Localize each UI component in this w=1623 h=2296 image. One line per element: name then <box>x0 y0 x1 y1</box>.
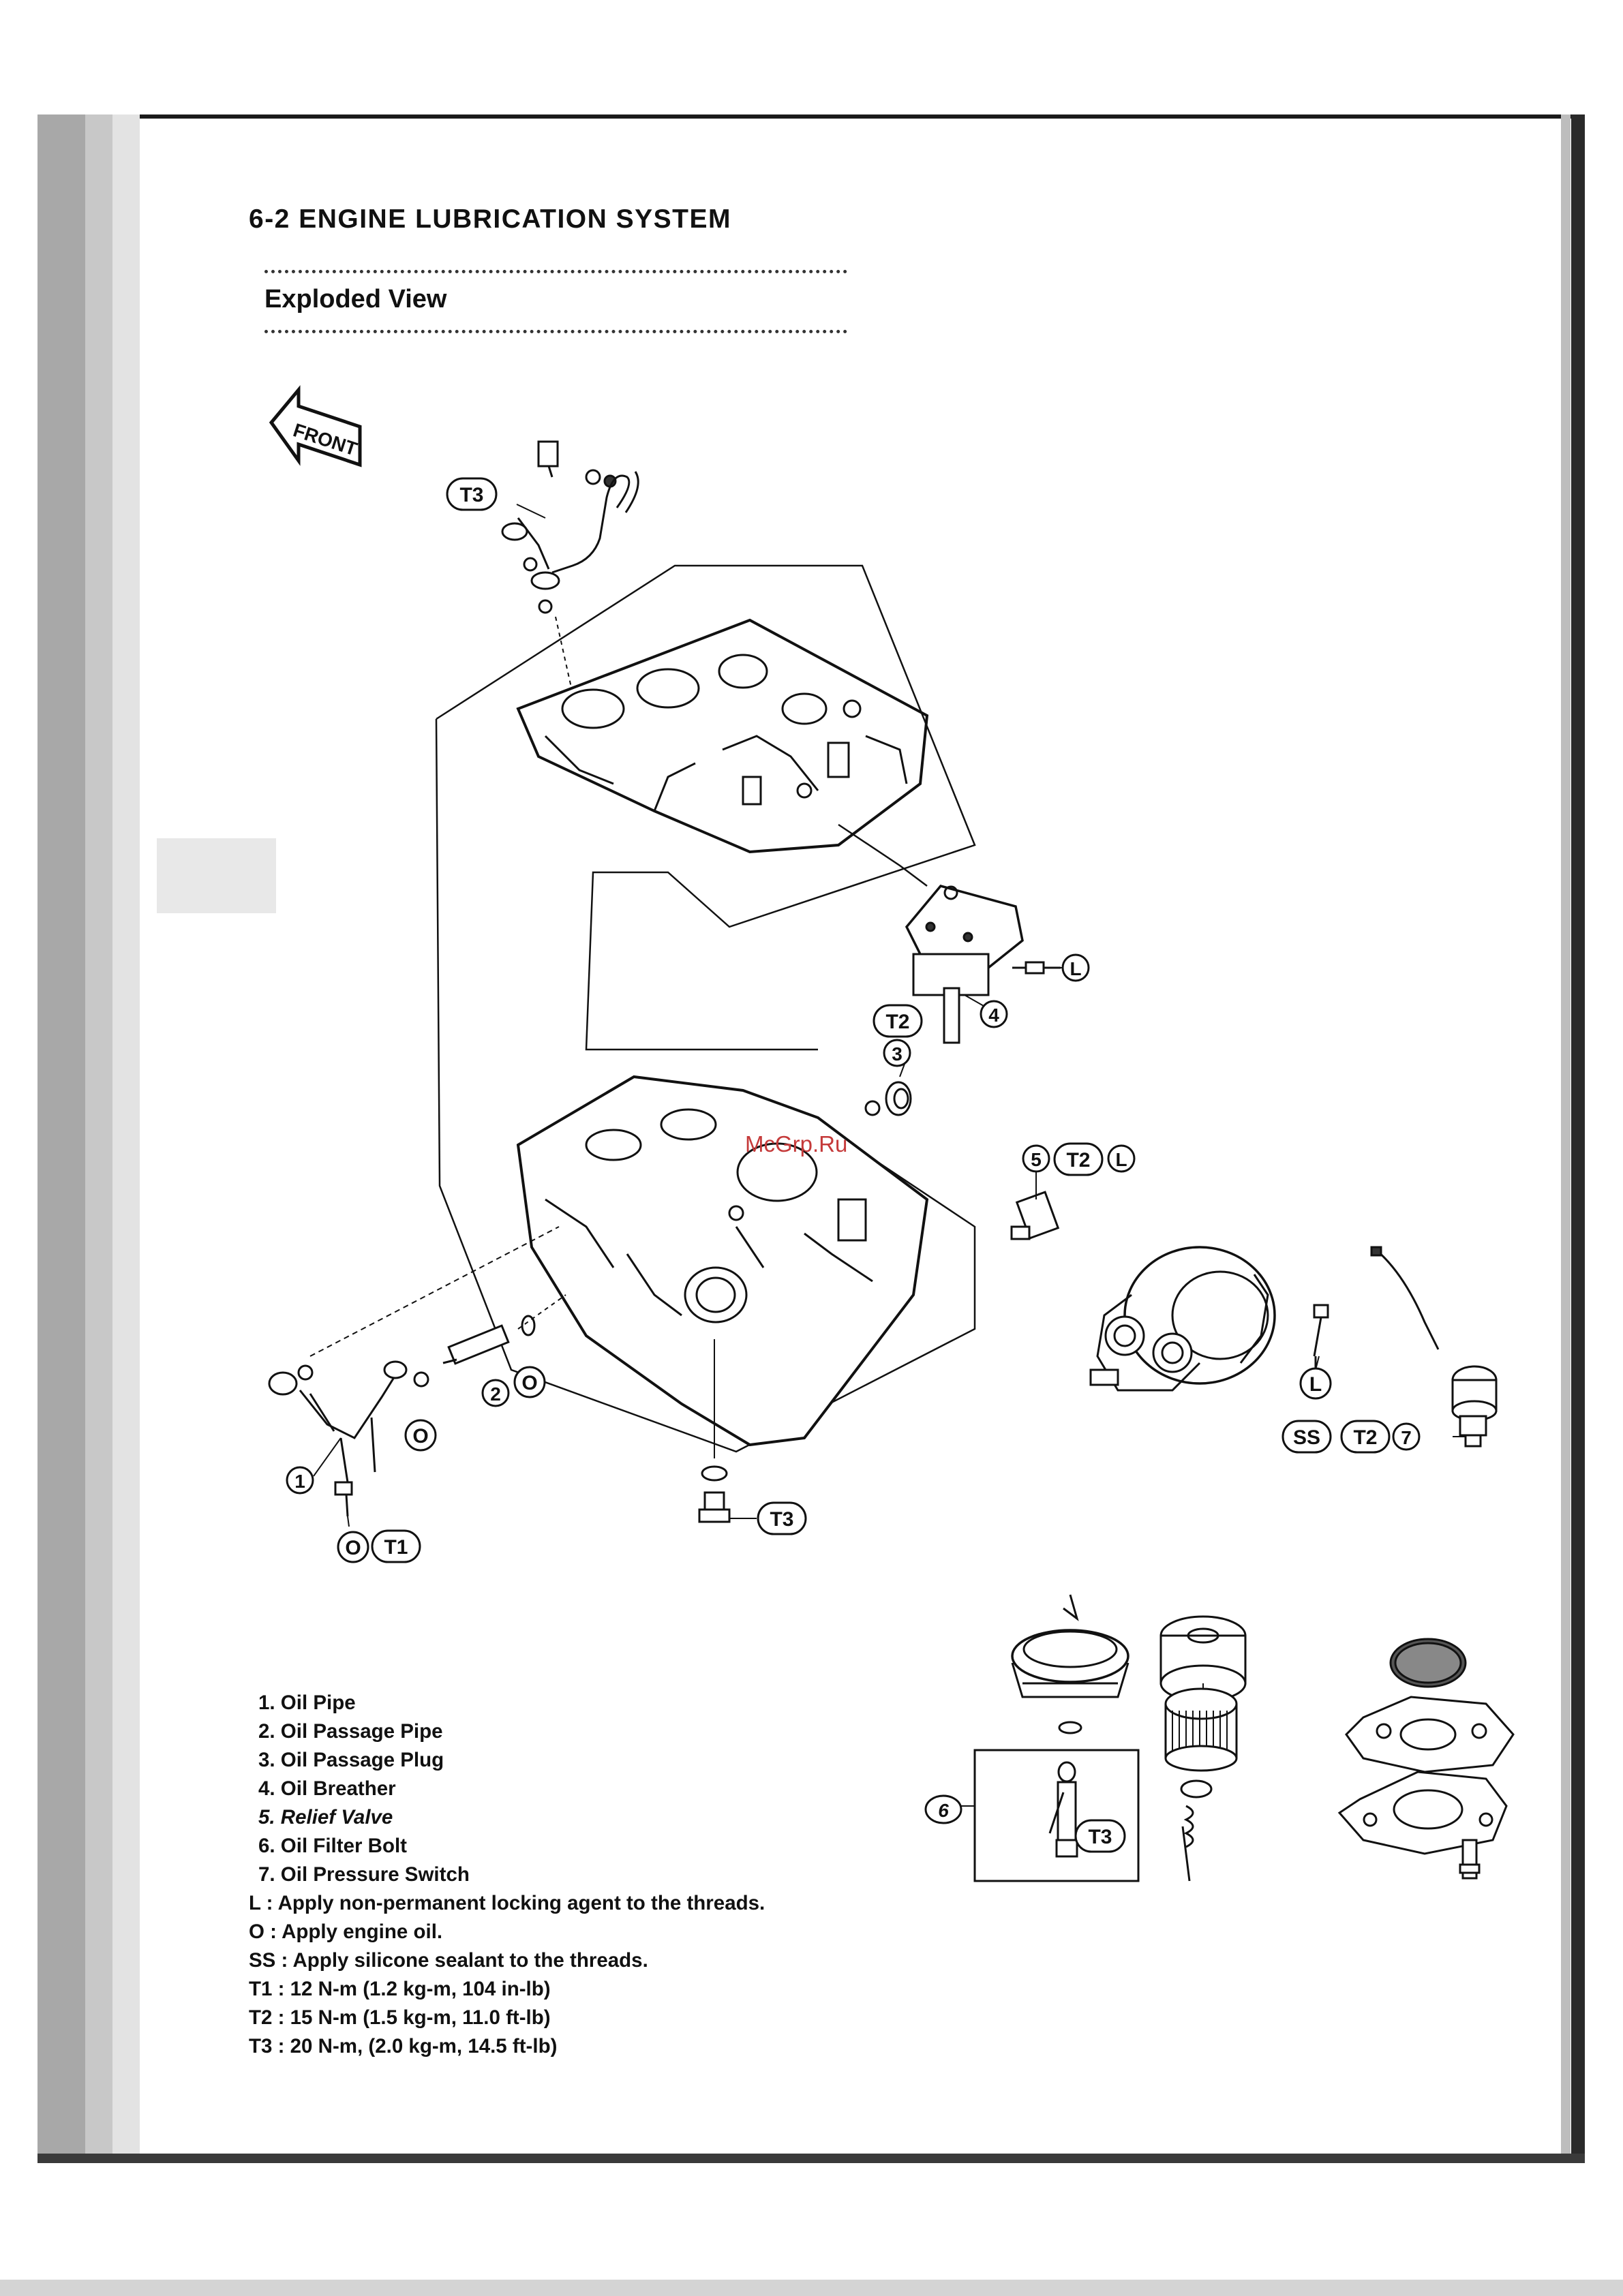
callout-7 <box>1392 1422 1421 1451</box>
callout-l-relief <box>1107 1144 1136 1173</box>
drain-plug <box>698 1339 731 1523</box>
relief-valve <box>1010 1191 1060 1240</box>
callout-t2-plug <box>873 1004 923 1038</box>
legend-note-l: L : Apply non-permanent locking agent to… <box>249 1892 765 1914</box>
callout-2 <box>481 1379 510 1407</box>
filter-cover <box>973 1594 1140 1882</box>
front-arrow-icon: FRONT <box>269 385 362 468</box>
watermark: McGrp.Ru <box>745 1131 848 1157</box>
callout-l-pump-bolt <box>1299 1367 1332 1400</box>
oil-pipe-assembly <box>268 1226 560 1517</box>
callout-t3-filter-text: T3 <box>1088 1826 1112 1848</box>
oil-passage-plug <box>864 1081 912 1116</box>
callout-t3-drain-text: T3 <box>770 1508 793 1531</box>
legend-item: 2. Oil Passage Pipe <box>258 1720 443 1743</box>
callout-o-bolt <box>337 1531 369 1563</box>
legend-item: 6. Oil Filter Bolt <box>258 1835 407 1857</box>
callout-t1-bolt <box>371 1529 421 1563</box>
callout-7-text: 7 <box>1401 1427 1412 1448</box>
legend-note-o: O : Apply engine oil. <box>249 1920 443 1943</box>
oil-passage-pipe <box>442 1294 566 1365</box>
callout-1-text: 1 <box>294 1471 305 1492</box>
oil-screen-gasket <box>1337 1638 1515 1880</box>
callout-4-text: 4 <box>988 1005 999 1026</box>
callout-3 <box>883 1039 911 1067</box>
callout-t2-plug-text: T2 <box>885 1011 909 1033</box>
pump-bolt <box>1313 1304 1329 1370</box>
oil-breather <box>905 885 1061 1044</box>
callout-l-breather <box>1061 953 1090 982</box>
callout-o-pipe2 <box>513 1366 546 1398</box>
callout-leaders <box>313 504 1466 1807</box>
callout-5 <box>1022 1144 1050 1173</box>
callout-t3-filter <box>1074 1819 1126 1853</box>
legend-item: 7. Oil Pressure Switch <box>258 1863 470 1886</box>
legend-item: 1. Oil Pipe <box>258 1692 356 1714</box>
legend-item: 3. Oil Passage Plug <box>258 1749 444 1771</box>
callout-6 <box>924 1794 962 1824</box>
callout-t2-switch <box>1340 1420 1391 1454</box>
legend-item: 5. Relief Valve <box>258 1806 393 1828</box>
legend-note-t1: T1 : 12 N-m (1.2 kg-m, 104 in-lb) <box>249 1978 551 2000</box>
callout-t2-relief <box>1053 1142 1104 1176</box>
callout-t3-top-text: T3 <box>459 484 483 506</box>
callout-6-text: 6 <box>938 1800 949 1821</box>
callout-t2-switch-text: T2 <box>1353 1426 1377 1449</box>
callout-3-text: 3 <box>892 1043 902 1065</box>
legend-item: 4. Oil Breather <box>258 1777 396 1800</box>
callout-t1-bolt-text: T1 <box>384 1536 408 1559</box>
callout-o-pipe1 <box>404 1419 437 1452</box>
dotted-rule-top <box>264 270 847 273</box>
callout-o-bolt-text: O <box>345 1537 361 1559</box>
callout-4 <box>980 1000 1008 1028</box>
dotted-rule-bottom <box>264 330 847 333</box>
callout-1 <box>286 1466 314 1495</box>
upper-crankcase <box>516 618 929 854</box>
callout-ss-switch-text: SS <box>1293 1426 1320 1449</box>
callout-o-pipe1-text: O <box>412 1425 428 1448</box>
legend-note-t2: T2 : 15 N-m (1.5 kg-m, 11.0 ft-lb) <box>249 2006 551 2029</box>
callout-t3-top <box>446 477 498 511</box>
upper-oil-pipe <box>501 440 639 709</box>
callout-marks <box>286 477 1421 1853</box>
section-heading: 6-2 ENGINE LUBRICATION SYSTEM <box>249 204 732 234</box>
callout-l-pump-bolt-text: L <box>1309 1373 1322 1396</box>
callout-t3-drain <box>757 1501 807 1535</box>
callout-l-breather-text: L <box>1070 958 1081 979</box>
lower-crankcase <box>516 1075 929 1447</box>
legend-note-ss: SS : Apply silicone sealant to the threa… <box>249 1949 648 1972</box>
oil-pump <box>1089 1246 1276 1392</box>
oil-pressure-switch <box>1370 1246 1498 1448</box>
callout-t2-relief-text: T2 <box>1066 1149 1090 1172</box>
legend-note-t3: T3 : 20 N-m, (2.0 kg-m, 14.5 ft-lb) <box>249 2035 558 2057</box>
callout-l-relief-text: L <box>1115 1149 1127 1170</box>
oil-filter <box>1159 1615 1247 1882</box>
subheading: Exploded View <box>264 285 447 313</box>
callout-2-text: 2 <box>490 1383 501 1405</box>
callout-o-pipe2-text: O <box>521 1372 537 1394</box>
parts-legend: 1. Oil Pipe 2. Oil Passage Pipe 3. Oil P… <box>249 1689 765 2061</box>
callout-5-text: 5 <box>1031 1149 1042 1170</box>
callout-ss-switch <box>1281 1420 1332 1454</box>
